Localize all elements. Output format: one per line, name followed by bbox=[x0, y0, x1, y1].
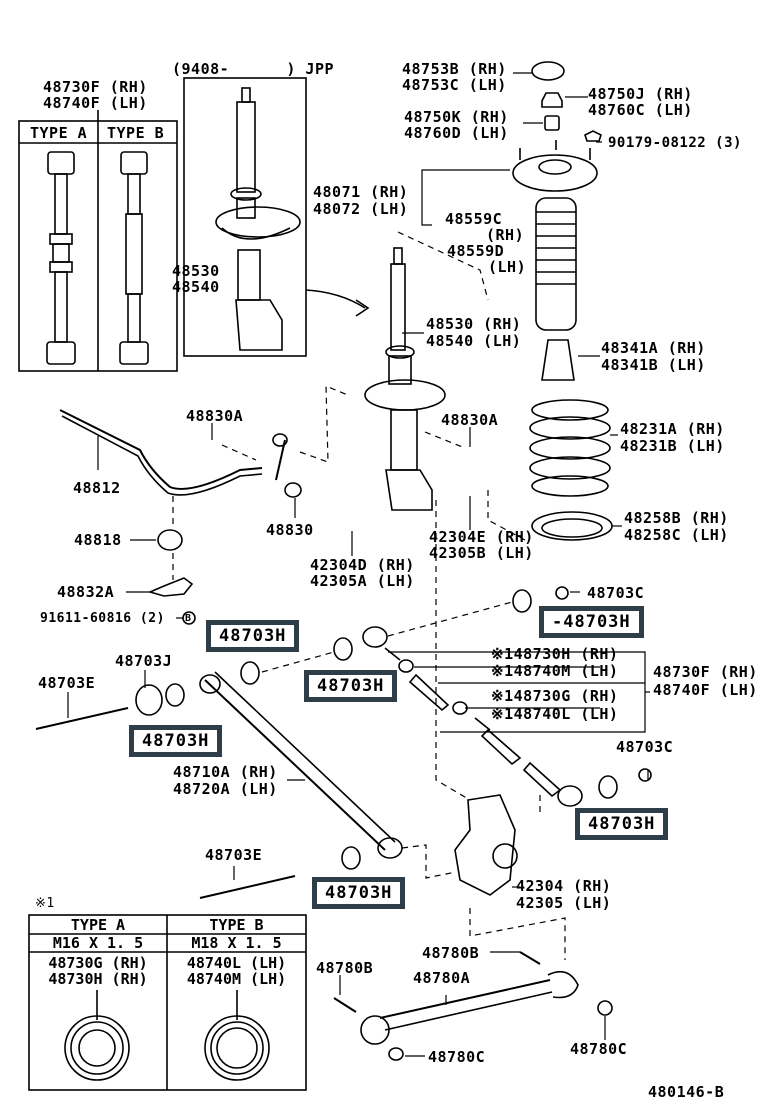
note-table-frame bbox=[28, 914, 307, 1091]
coil-spring bbox=[529, 399, 613, 541]
label-adj-arm-lh: 48740F (LH) bbox=[653, 681, 758, 699]
label-bracket-bolt: 91611-60816 (2) bbox=[40, 611, 165, 626]
assembly-dashes bbox=[172, 231, 566, 960]
label-nut-upper-lh: 48760C (LH) bbox=[588, 101, 693, 119]
label-washer-j: 48703J bbox=[115, 652, 173, 670]
label-strut-rod-bolt-top: 48780B bbox=[422, 944, 480, 962]
note-part-a2: 48730H (RH) bbox=[48, 970, 148, 988]
stabilizer-link bbox=[275, 439, 286, 481]
label-dust-boot-d-side: (LH) bbox=[488, 258, 527, 276]
label-adj-part-1: ※148730H (RH) bbox=[491, 645, 619, 663]
note-part-b1: 48740L (LH) bbox=[186, 954, 287, 972]
label-coil-spring-lh: 48231B (LH) bbox=[620, 437, 725, 455]
inset-date-code: (9408- ) JPP bbox=[172, 60, 335, 78]
label-spring-insulator-lh: 48258C (LH) bbox=[624, 526, 729, 544]
label-coil-spring-rh: 48231A (RH) bbox=[620, 420, 725, 438]
highlight-48703h-4[interactable]: 48703H bbox=[129, 725, 223, 757]
bump-stopper bbox=[541, 339, 575, 381]
label-bolt-e-top: 48703E bbox=[38, 674, 96, 692]
label-strut-main-rh: 48530 (RH) bbox=[426, 315, 522, 333]
arm-types-box bbox=[18, 110, 178, 372]
label-upper-cap-rh: 48753B (RH) bbox=[402, 60, 507, 78]
label-adj-arm-rh: 48730F (RH) bbox=[653, 663, 758, 681]
label-support-rh: 48071 (RH) bbox=[313, 183, 409, 201]
main-strut bbox=[364, 247, 446, 511]
label-stabilizer-bar: 48812 bbox=[73, 479, 121, 497]
arm-types-title-lh: 48740F (LH) bbox=[43, 94, 148, 112]
label-knuckle-lh: 42305 (LH) bbox=[516, 894, 612, 912]
label-dust-boot-c: 48559C bbox=[445, 210, 503, 228]
lower-arms bbox=[35, 586, 652, 899]
label-lower-arm-rh: 48710A (RH) bbox=[173, 763, 278, 781]
highlight-48703h-3[interactable]: -48703H bbox=[539, 606, 644, 638]
highlight-48703h-6[interactable]: 48703H bbox=[312, 877, 406, 909]
label-strut-bolt-lh: 42305A (LH) bbox=[310, 572, 415, 590]
label-strut-rod-nut-left: 48780C bbox=[428, 1048, 486, 1066]
note-mark: ※1 bbox=[35, 896, 55, 911]
label-strut-nut-rh: 42304E (RH) bbox=[429, 528, 534, 546]
label-stab-link: 48830 bbox=[266, 521, 314, 539]
label-nut-c-top: 48703C bbox=[587, 584, 645, 602]
label-bolt-e-bottom: 48703E bbox=[205, 846, 263, 864]
dust-boot bbox=[535, 197, 577, 331]
label-adj-part-3: ※148730G (RH) bbox=[491, 687, 619, 705]
label-adj-part-4: ※148740L (LH) bbox=[491, 705, 619, 723]
note-part-b2: 48740M (LH) bbox=[186, 970, 287, 988]
note-thread-b: M18 X 1. 5 bbox=[191, 934, 282, 952]
leader-lines bbox=[67, 72, 650, 1057]
label-adj-part-2: ※148740M (LH) bbox=[491, 662, 619, 680]
label-mount-bolt: 90179-08122 (3) bbox=[608, 135, 742, 151]
stab-bracket bbox=[147, 577, 194, 597]
b-mark-label: B bbox=[185, 613, 192, 624]
label-bushing-upper-lh: 48760D (LH) bbox=[404, 124, 509, 142]
label-strut-nut-lh: 42305B (LH) bbox=[429, 544, 534, 562]
label-dust-boot-d: 48559D bbox=[447, 242, 505, 260]
label-dust-boot-c-side: (RH) bbox=[486, 226, 525, 244]
diagram-code: 480146-B bbox=[648, 1083, 725, 1101]
label-strut-main-lh: 48540 (LH) bbox=[426, 332, 522, 350]
stab-bushing bbox=[157, 529, 183, 551]
highlight-48703h-1[interactable]: 48703H bbox=[206, 620, 300, 652]
label-spring-insulator-rh: 48258B (RH) bbox=[624, 509, 729, 527]
label-nut-c-right: 48703C bbox=[616, 738, 674, 756]
note-part-a1: 48730G (RH) bbox=[48, 954, 148, 972]
label-stab-bushing: 48818 bbox=[74, 531, 122, 549]
highlight-48703h-5[interactable]: 48703H bbox=[575, 808, 669, 840]
note-type-a: TYPE A bbox=[70, 916, 126, 934]
note-type-b: TYPE B bbox=[209, 916, 264, 934]
label-strut-bolt-rh: 42304D (RH) bbox=[310, 556, 415, 574]
inset-strut bbox=[183, 77, 370, 357]
label-lower-arm-lh: 48720A (LH) bbox=[173, 780, 278, 798]
stabilizer-bar bbox=[59, 409, 263, 490]
label-strut-rod-nut-right: 48780C bbox=[570, 1040, 628, 1058]
arm-types-title-rh: 48730F (RH) bbox=[43, 78, 148, 96]
label-upper-cap-lh: 48753C (LH) bbox=[402, 76, 507, 94]
label-nut-upper-rh: 48750J (RH) bbox=[588, 85, 693, 103]
label-knuckle-rh: 42304 (RH) bbox=[516, 877, 612, 895]
label-strut-inset-rh: 48530 bbox=[172, 262, 220, 280]
top-mount-parts bbox=[512, 61, 602, 192]
label-stab-nut-right: 48830A bbox=[441, 411, 499, 429]
label-bump-stopper-lh: 48341B (LH) bbox=[601, 356, 706, 374]
knuckle bbox=[454, 794, 516, 896]
label-bushing-upper-rh: 48750K (RH) bbox=[404, 108, 509, 126]
label-stab-bracket: 48832A bbox=[57, 583, 115, 601]
arm-type-a-header: TYPE A bbox=[30, 124, 88, 142]
highlight-48703h-2[interactable]: 48703H bbox=[304, 670, 398, 702]
label-strut-inset-lh: 48540 bbox=[172, 278, 220, 296]
label-stab-nut-left: 48830A bbox=[186, 407, 244, 425]
strut-rod bbox=[333, 951, 613, 1061]
note-thread-a: M16 X 1. 5 bbox=[52, 934, 144, 952]
arm-type-b-header: TYPE B bbox=[107, 124, 165, 142]
label-strut-rod: 48780A bbox=[413, 969, 471, 987]
label-strut-rod-bolt-left: 48780B bbox=[316, 959, 374, 977]
label-bump-stopper-rh: 48341A (RH) bbox=[601, 339, 706, 357]
label-support-lh: 48072 (LH) bbox=[313, 200, 409, 218]
